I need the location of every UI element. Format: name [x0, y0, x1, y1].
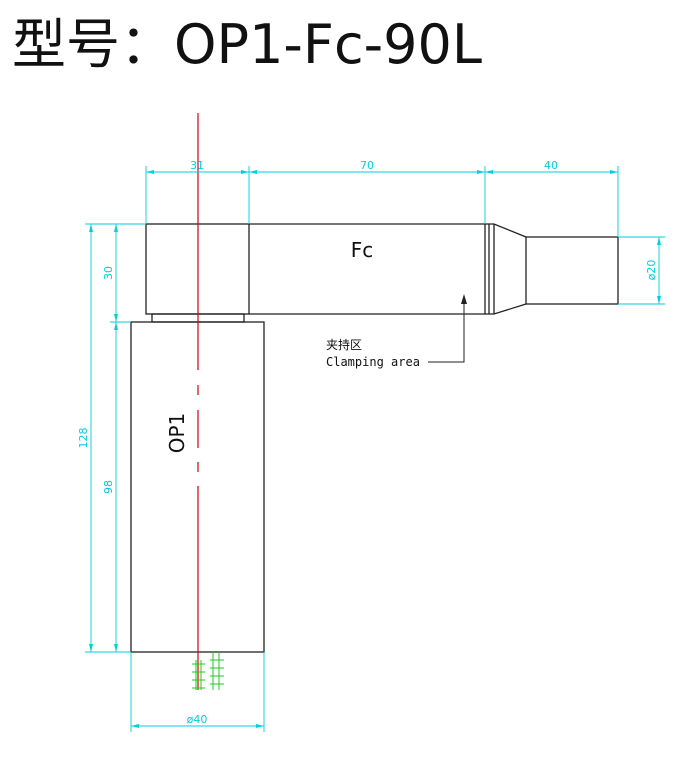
- dim-height-128: 128: [77, 428, 90, 449]
- dimension-arrows: [89, 170, 661, 728]
- dim-width-40: 40: [544, 159, 558, 172]
- fc-tip: [525, 236, 619, 305]
- model-title: 型号：OP1-Fc-90L: [12, 13, 482, 76]
- fc-taper-bottom: [485, 303, 527, 315]
- dim-height-98: 98: [102, 480, 115, 494]
- dimension-lines: [85, 166, 665, 732]
- fc-body: [249, 223, 486, 315]
- fc-taper: [485, 223, 527, 238]
- part-outlines: [130, 223, 619, 653]
- dim-diameter-40: ø40: [187, 713, 208, 726]
- dim-width-70: 70: [360, 159, 374, 172]
- clamp-area-cn: 夹持区: [326, 337, 362, 352]
- op1-label: OP1: [165, 413, 189, 454]
- clamp-leader: [428, 300, 465, 363]
- clamp-leader-arrow: [461, 294, 467, 304]
- fc-label: Fc: [351, 238, 374, 262]
- green-markers: [192, 652, 224, 690]
- clamp-area-en: Clamping area: [326, 355, 420, 369]
- dim-height-30: 30: [102, 266, 115, 280]
- dim-width-31: 31: [190, 159, 204, 172]
- dim-diameter-20: ø20: [645, 260, 658, 281]
